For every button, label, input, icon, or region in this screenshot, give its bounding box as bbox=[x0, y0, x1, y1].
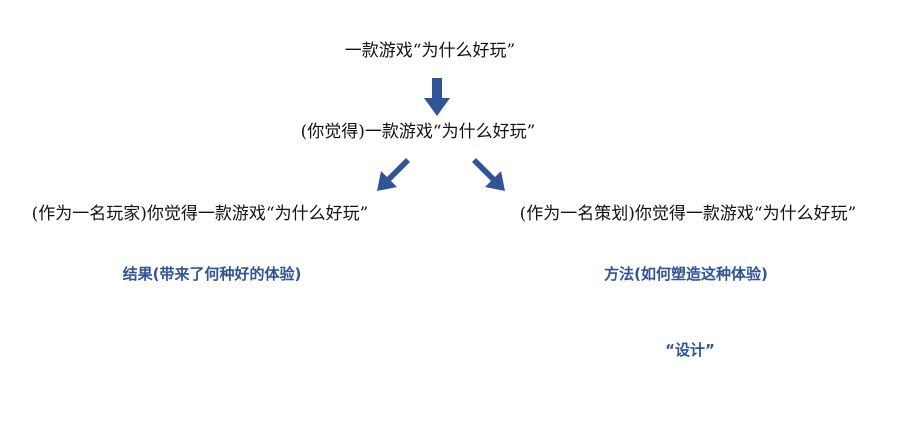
middle-node-text: (你觉得)一款游戏“为什么好玩” bbox=[300, 122, 536, 142]
root-node-text: 一款游戏“为什么好玩” bbox=[344, 41, 516, 61]
right-node-text: (作为一名策划)你觉得一款游戏“为什么好玩” bbox=[519, 204, 857, 224]
left-node-text: (作为一名玩家)你觉得一款游戏“为什么好玩” bbox=[31, 204, 369, 224]
arrow-down-right-icon bbox=[472, 155, 505, 191]
right-method-label: 方法(如何塑造这种体验) bbox=[604, 265, 768, 283]
design-label: “设计” bbox=[665, 341, 715, 359]
arrow-down-left-icon bbox=[377, 155, 410, 191]
arrow-down-icon bbox=[424, 78, 450, 116]
left-result-label: 结果(带来了何种好的体验) bbox=[122, 265, 302, 283]
